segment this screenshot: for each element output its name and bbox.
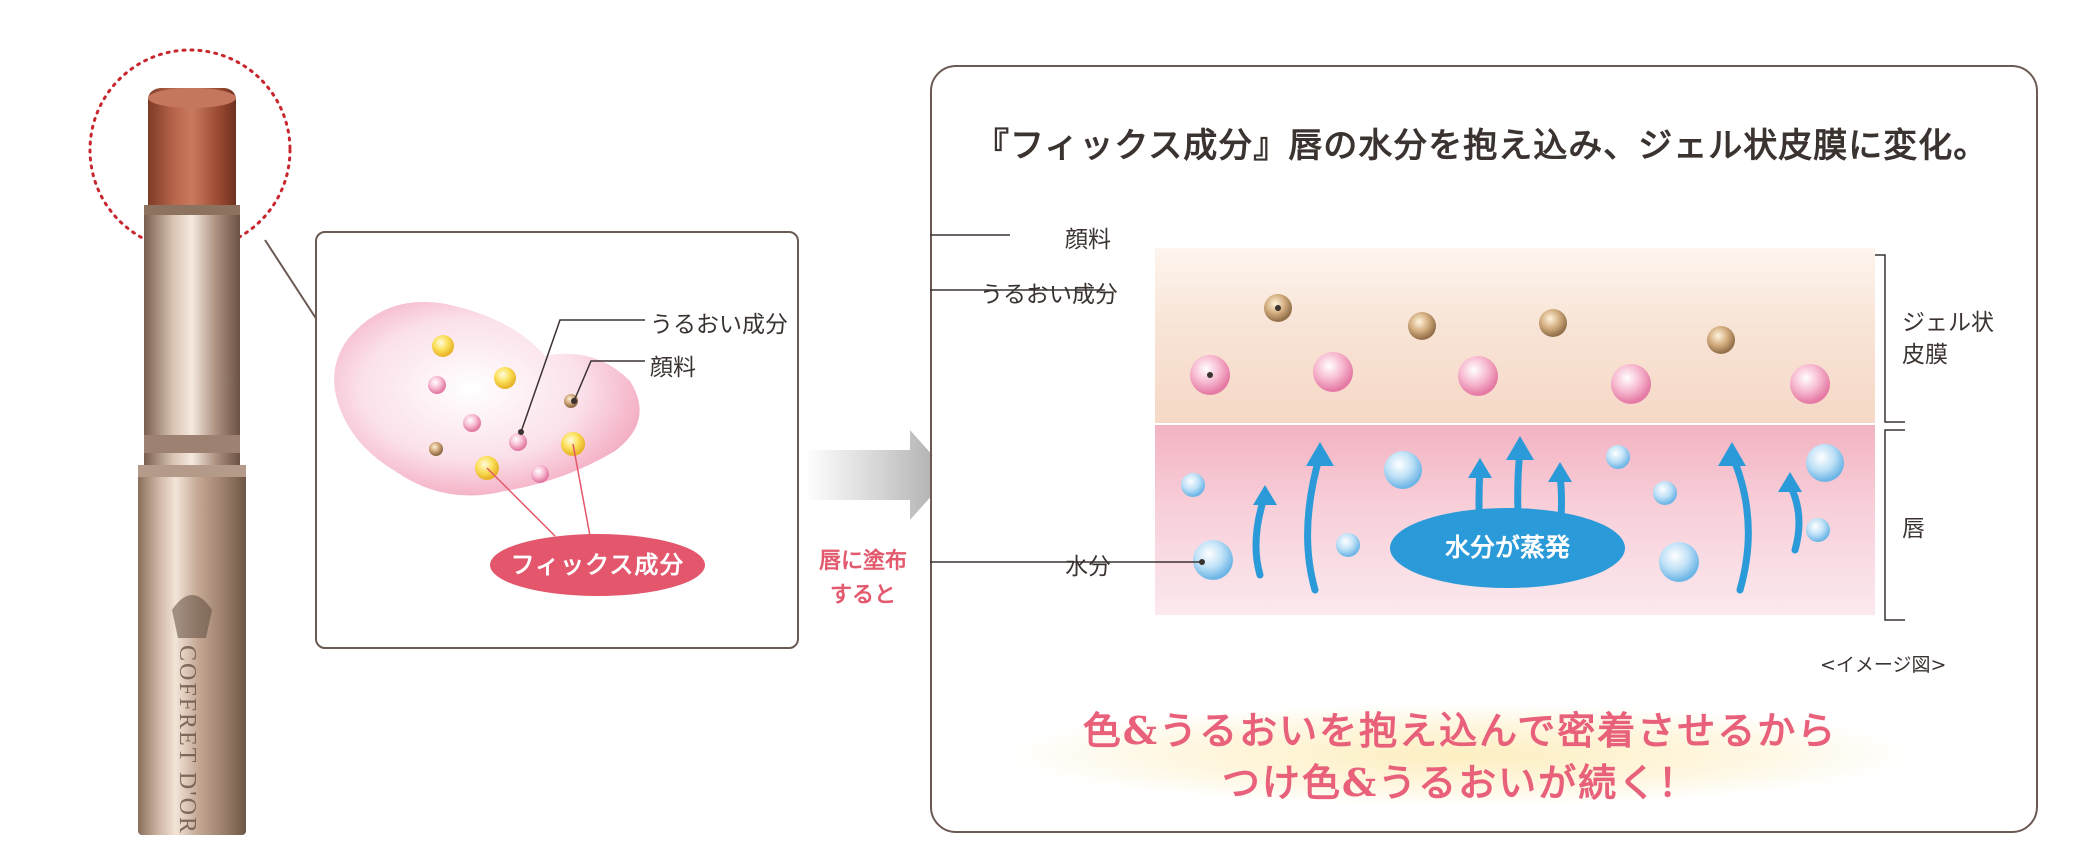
fix-blob-diagram — [334, 301, 645, 537]
water-particle — [1181, 473, 1205, 497]
lipstick-illustration: COFFRET D'OR — [88, 48, 292, 835]
focus-circle — [88, 48, 292, 252]
gel-film-layer — [1155, 248, 1875, 423]
apply-line2: すると — [829, 583, 896, 608]
tagline-glow — [1010, 705, 1910, 805]
apply-line1: 唇に塗布 — [818, 549, 907, 574]
evaporation-badge: 水分が蒸発 — [1390, 508, 1625, 588]
apply-caption: 唇に塗布 すると — [808, 545, 918, 613]
brand-text: COFFRET D'OR — [174, 645, 200, 835]
moisture-label: うるおい成分 — [980, 282, 1118, 308]
callout-connector — [264, 239, 318, 321]
gel-film-label-line2: 皮膜 — [1902, 342, 1948, 368]
moisture-particle — [1790, 364, 1830, 404]
lipstick-bullet — [148, 88, 236, 215]
water-particle — [1653, 481, 1677, 505]
pigment-particle — [1408, 312, 1436, 340]
pigment-particle — [1707, 326, 1735, 354]
fix-component-badge: フィックス成分 — [490, 534, 705, 596]
tagline-line2: つけ色&うるおいが続く！ — [1221, 760, 1699, 805]
water-particle — [1606, 445, 1630, 469]
water-particle — [1806, 518, 1830, 542]
gel-film-label-line1: ジェル状 — [1902, 310, 1994, 336]
water-particle — [1193, 540, 1233, 580]
pigment-label: 顔料 — [1065, 227, 1111, 253]
tagline-line1: 色&うるおいを抱え込んで密着させるから — [1082, 708, 1838, 753]
gel-film-label: ジェル状 皮膜 — [1902, 307, 1994, 371]
inner-sleeve — [144, 205, 240, 465]
moisture-particle — [1611, 364, 1651, 404]
lip-label: 唇 — [1902, 516, 1925, 542]
diagram-headline: 『フィックス成分』唇の水分を抱え込み、ジェル状皮膜に変化。 — [975, 126, 1989, 166]
zoom-pigment-label: 顔料 — [650, 355, 696, 381]
moisture-particle — [1458, 356, 1498, 396]
up-arrow-heads — [1253, 436, 1802, 505]
water-particle — [1806, 444, 1844, 482]
mechanism-diagram — [930, 234, 1905, 621]
water-label: 水分 — [1065, 554, 1111, 580]
arrow-right-icon — [805, 430, 950, 520]
pigment-particle — [1539, 309, 1567, 337]
water-particle — [1659, 542, 1699, 582]
moisture-particle — [1313, 352, 1353, 392]
image-note: <イメージ図> — [1820, 654, 1947, 676]
water-particle — [1336, 533, 1360, 557]
zoom-moist-label: うるおい成分 — [650, 312, 788, 338]
water-particle — [1384, 451, 1422, 489]
outer-tube — [138, 465, 246, 835]
